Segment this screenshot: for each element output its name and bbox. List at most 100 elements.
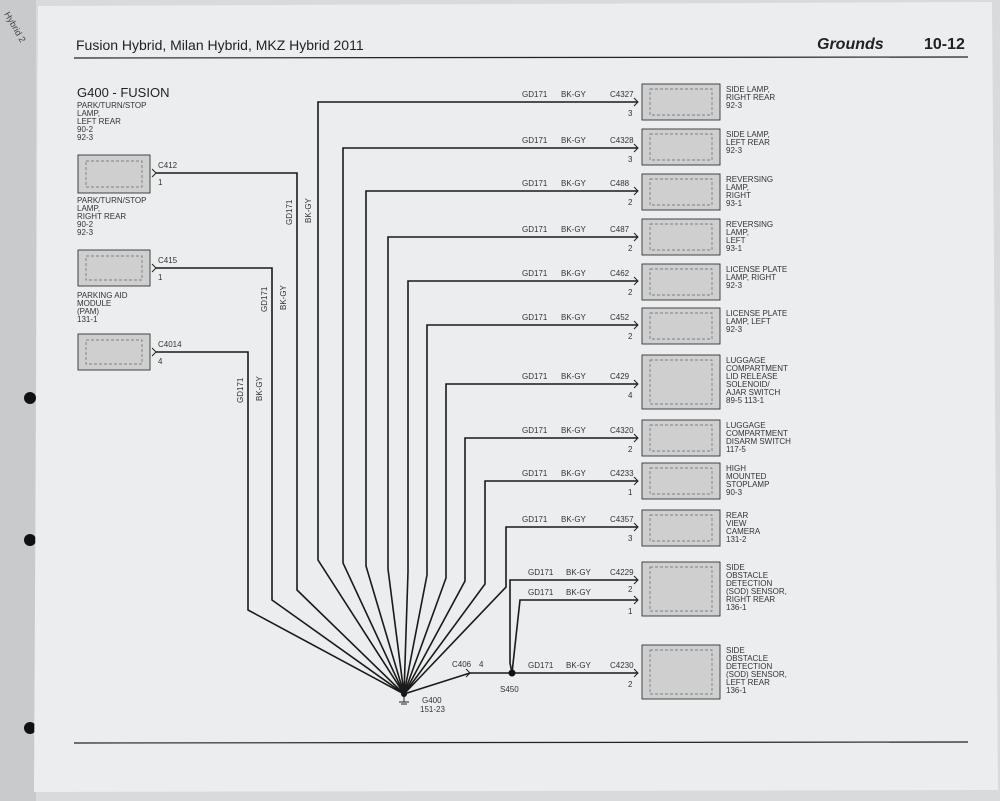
splice-label: S450 <box>500 685 519 694</box>
pin-number: 1 <box>628 488 633 497</box>
component-label: LEFT <box>726 236 746 245</box>
footer-rule <box>73 741 969 744</box>
ground-wire <box>156 351 405 695</box>
wire-color: BK-GY <box>561 179 587 188</box>
pin-number: 3 <box>628 534 633 543</box>
component-box <box>641 263 721 301</box>
ground-wire <box>365 190 638 695</box>
pin-number: 4 <box>158 357 163 366</box>
component-box-inner <box>649 133 713 161</box>
left-components: PARK/TURN/STOPLAMP,LEFT REAR90-292-3C412… <box>77 101 313 403</box>
ground-wire <box>387 236 638 695</box>
pin-number: 3 <box>628 109 633 118</box>
wire-id: GD171 <box>528 661 554 670</box>
wire-color: BK-GY <box>566 588 592 597</box>
connector-arrow <box>633 595 639 605</box>
binding-hole <box>24 534 36 546</box>
connector-arrow <box>633 379 639 389</box>
pin-number: 2 <box>628 288 633 297</box>
component-label: VIEW <box>726 519 747 528</box>
component-box <box>641 561 721 617</box>
component-label: (SOD) SENSOR, <box>726 587 787 596</box>
component-label: LEFT REAR <box>726 678 770 687</box>
connector-label: C4230 <box>610 661 634 670</box>
component-label: 90-3 <box>726 488 743 497</box>
connector-arrow <box>633 232 639 242</box>
wire-color: BK-GY <box>561 469 587 478</box>
wire-id: GD171 <box>528 568 554 577</box>
ground-wire <box>403 324 638 695</box>
component-label: OBSTACLE <box>726 571 768 580</box>
wire-color: BK-GY <box>561 90 587 99</box>
component-label: 131-2 <box>726 535 747 544</box>
component-label: 117-5 <box>726 445 746 454</box>
component-box <box>641 173 721 211</box>
ground-wire <box>317 101 638 695</box>
component-box <box>641 218 721 256</box>
connector-label: C452 <box>610 313 630 322</box>
connector-arrow <box>633 143 639 153</box>
wire-color: BK-GY <box>566 661 592 670</box>
connector-arrow <box>633 186 639 196</box>
connector-label: C4233 <box>610 469 634 478</box>
pin-number: 2 <box>628 680 633 689</box>
component-box <box>641 509 721 547</box>
binding-hole <box>24 722 36 734</box>
pin-number: 1 <box>158 273 163 282</box>
component-label: STOPLAMP <box>726 480 769 489</box>
component-label: REVERSING <box>726 220 773 229</box>
page-number: 10-12 <box>924 36 965 53</box>
component-label: COMPARTMENT <box>726 364 788 373</box>
component-label: SIDE LAMP, <box>726 130 770 139</box>
connector-arrow <box>151 347 157 357</box>
component-box-inner <box>85 160 143 188</box>
connector-arrow <box>633 522 639 532</box>
connector-label: C4229 <box>610 568 634 577</box>
connector-arrow <box>633 97 639 107</box>
connector-arrow <box>633 668 639 678</box>
component-label: 93-1 <box>726 244 743 253</box>
component-label: SIDE <box>726 563 745 572</box>
component-label: LICENSE PLATE <box>726 309 787 318</box>
component-label: PARKING AID <box>77 291 128 300</box>
header-rule <box>73 56 969 59</box>
wire-color: BK-GY <box>566 568 592 577</box>
wire-layer <box>156 101 638 705</box>
wire-id: GD171 <box>522 225 548 234</box>
component-label: 92-3 <box>726 281 743 290</box>
wire-id: GD171 <box>522 426 548 435</box>
component-label: 93-1 <box>726 199 743 208</box>
ground-ref: 151-23 <box>420 705 445 714</box>
splice-ground-wire <box>403 672 471 695</box>
diagram-title: G400 - FUSION <box>77 85 169 100</box>
page-header-title: Fusion Hybrid, Milan Hybrid, MKZ Hybrid … <box>76 37 364 53</box>
component-label: LID RELEASE <box>726 372 778 381</box>
component-label: DETECTION <box>726 662 772 671</box>
component-label: LICENSE PLATE <box>726 265 787 274</box>
wire-id: GD171 <box>236 377 245 403</box>
component-box-inner <box>649 88 713 116</box>
wire-color: BK-GY <box>561 515 587 524</box>
component-label: LEFT REAR <box>77 117 121 126</box>
component-label: DETECTION <box>726 579 772 588</box>
wire-color: BK-GY <box>304 197 313 223</box>
wire-id: GD171 <box>522 515 548 524</box>
component-label: SIDE <box>726 646 745 655</box>
wire-color: BK-GY <box>255 375 264 401</box>
wire-id: GD171 <box>285 199 294 225</box>
component-label: 92-3 <box>77 133 94 142</box>
wire-color: BK-GY <box>561 372 587 381</box>
component-box-inner <box>649 268 713 296</box>
component-label: 92-3 <box>726 101 743 110</box>
wire-color: BK-GY <box>561 313 587 322</box>
component-label: LEFT REAR <box>726 138 770 147</box>
pin-number: 2 <box>628 198 633 207</box>
pin-number: 3 <box>628 155 633 164</box>
